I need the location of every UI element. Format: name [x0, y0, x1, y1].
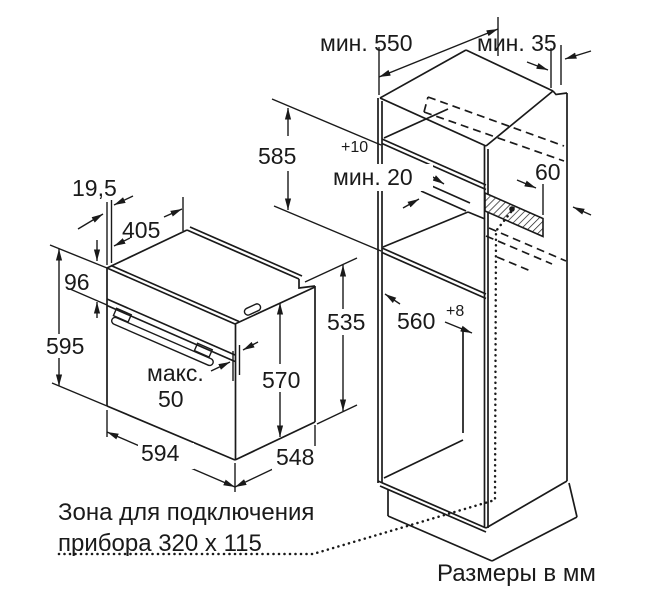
- dim-extension-line: [304, 257, 358, 283]
- cabinet-top-back-edge: [465, 49, 554, 92]
- dim-label-niche-height: 585: [258, 143, 296, 169]
- hidden-edge-dashed: [485, 235, 553, 265]
- dim-label-top-depth: 405: [122, 217, 160, 243]
- lower-compartment-floor-line: [383, 439, 464, 479]
- labels: 19,5 405 96 595 594 макс. 50 570 548 535…: [46, 30, 596, 587]
- oven-handle-bracket-left: [112, 307, 133, 323]
- dim-label-min-depth: мин. 550: [320, 30, 413, 56]
- cabinet-bottom-front-edge: [377, 480, 487, 529]
- label-masks: [43, 164, 433, 470]
- dim-arrow: [444, 321, 473, 334]
- dim-extension-line: [273, 205, 382, 252]
- dim-label-door-protrusion: макс.: [147, 360, 204, 386]
- hidden-edge-dashed: [488, 227, 567, 262]
- lower-shelf-front-edge: [381, 247, 487, 295]
- dim-label-door-protrusion-value: 50: [158, 386, 184, 412]
- hidden-edge-dashed: [423, 111, 565, 162]
- dim-arrow: [242, 341, 259, 351]
- hidden-edge-dashed: [496, 256, 534, 273]
- cabinet-side-bottom-edge: [485, 480, 568, 529]
- dim-arrow: [526, 61, 549, 71]
- cabinet-drawing: [53, 49, 578, 562]
- oven-handle-bar: [111, 316, 214, 367]
- dim-extension-line: [49, 244, 108, 269]
- dim-label-min-shelf-gap: мин. 20: [333, 164, 413, 190]
- dim-extension-line: [69, 288, 108, 306]
- plinth-front-bottom-edge: [387, 515, 493, 562]
- oven-side-top-edge: [234, 286, 316, 325]
- dim-label-niche-width-tolerance: +8: [446, 303, 464, 320]
- dim-arrow: [113, 237, 131, 247]
- dim-label-niche-height-tolerance: +10: [341, 139, 368, 156]
- dim-arrow: [210, 361, 231, 372]
- oven-top-back-edge: [186, 229, 300, 280]
- dim-arrow: [163, 208, 183, 218]
- niche-floor-side-line: [382, 211, 469, 248]
- cabinet-top-front-edge: [379, 97, 487, 147]
- upper-shelf-front-edge: [381, 138, 487, 186]
- connection-zone-hatch: [484, 191, 544, 238]
- lower-shelf-front-lower-edge: [381, 251, 487, 300]
- dim-extension-line: [271, 98, 382, 146]
- oven-top-left-edge: [106, 229, 188, 269]
- top-slot-floor-line: [383, 108, 449, 139]
- dim-label-oven-depth: 548: [276, 444, 314, 470]
- dotted-leader-line: [53, 210, 513, 556]
- dim-label-oven-height: 595: [46, 333, 84, 359]
- cabinet-side-top-edge: [485, 90, 554, 147]
- dim-extension-line: [51, 382, 108, 407]
- cabinet-top-left-edge: [379, 49, 467, 99]
- dim-arrow: [402, 198, 420, 209]
- dim-label-frame-offset: 19,5: [72, 175, 117, 201]
- mask: [272, 446, 324, 470]
- cabinet-back-corner-notch: [552, 90, 568, 96]
- shelf-gap-line: [420, 190, 467, 212]
- dim-arrow: [77, 213, 104, 230]
- mask: [138, 443, 194, 469]
- oven-front-top-edge: [106, 267, 236, 325]
- dim-label-panel-height: 96: [64, 269, 90, 295]
- dim-label-niche-width: 560: [397, 308, 435, 334]
- dim-arrow: [113, 195, 134, 206]
- oven-side-grip-recess: [243, 303, 262, 316]
- dim-extension-line: [316, 404, 358, 425]
- oven-top-frame-line: [110, 264, 240, 323]
- upper-shelf-front-lower-edge: [381, 142, 487, 191]
- mask: [257, 364, 309, 392]
- dim-label-rear-height: 535: [327, 309, 365, 335]
- dim-arrow: [516, 179, 537, 189]
- oven-back-corner-notch: [298, 279, 316, 289]
- dim-label-min-rear-gap: мин. 35: [477, 30, 557, 56]
- plinth-side-bottom-edge: [491, 516, 578, 562]
- cabinet-bottom-front-inner-edge: [379, 485, 487, 533]
- oven-door-top-line: [106, 304, 236, 363]
- mask: [322, 309, 374, 335]
- dim-label-oven-width: 594: [141, 440, 180, 466]
- dim-label-side-height: 570: [262, 367, 300, 393]
- connection-point-dot: [509, 206, 515, 212]
- hidden-edge-dashed: [427, 96, 565, 147]
- dim-arrow: [564, 50, 592, 60]
- note-connection-zone-line2: прибора 320 x 115: [58, 530, 262, 557]
- cabinet-dimensions: [271, 17, 592, 334]
- oven-panel-bottom-line: [106, 298, 236, 356]
- oven-handle-bracket-right: [193, 342, 214, 358]
- mask: [330, 164, 433, 191]
- niche-floor-back-line: [467, 211, 486, 220]
- oven-top-back-frame-line: [189, 226, 303, 277]
- oven-drawing: [106, 226, 316, 461]
- hidden-edge-dashed: [423, 96, 429, 113]
- wall-arrow: [572, 206, 592, 216]
- dim-line-min550: [378, 28, 499, 78]
- mask: [43, 334, 101, 358]
- note-units: Размеры в мм: [437, 560, 596, 587]
- plinth-right-edge: [568, 482, 578, 518]
- dim-label-connection-zone-offset: 60: [535, 159, 561, 185]
- dim-arrow: [384, 293, 401, 305]
- note-connection-zone-line1: Зона для подключения: [58, 499, 314, 526]
